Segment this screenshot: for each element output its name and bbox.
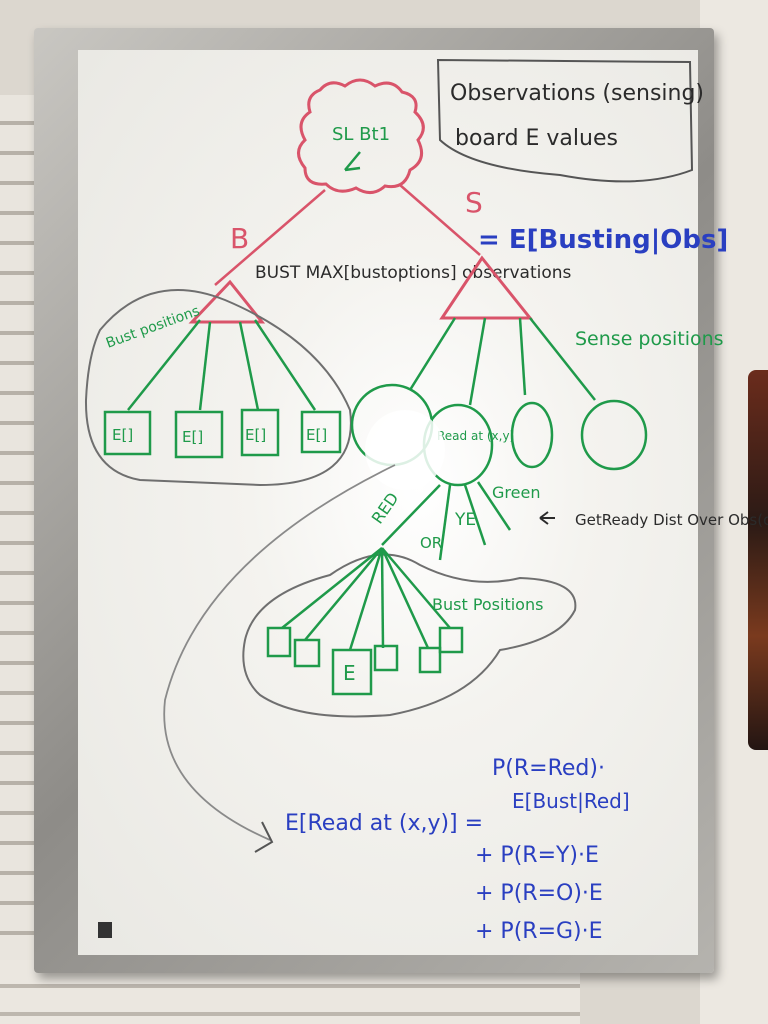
- branch-red-label: RED: [368, 489, 403, 527]
- whiteboard-surface: [78, 50, 698, 955]
- formula-term2: + P(R=Y)·E: [475, 843, 599, 868]
- bust-boxes: [103, 408, 342, 459]
- bust-box-4-label: E[]: [306, 426, 327, 444]
- bust-box-2-label: E[]: [182, 428, 203, 446]
- bottom-box-4: [373, 644, 399, 672]
- bust-box-2: [174, 410, 224, 459]
- link-curve: [163, 464, 396, 841]
- formula-term1a: P(R=Red)·: [492, 756, 605, 781]
- sense-nodes: [350, 383, 648, 487]
- formula-term4: + P(R=G)·E: [475, 919, 603, 944]
- bust-box-1: [103, 410, 152, 456]
- bottom-box-label: E: [343, 661, 356, 685]
- root-cloud: [297, 78, 425, 194]
- sense-node-4: [580, 399, 648, 471]
- sense-node-3: [510, 401, 554, 469]
- edge-b-label: B: [230, 222, 249, 255]
- edge-s-label: S: [465, 186, 483, 219]
- bust-max-label: BUST MAX[bustoptions] observations: [255, 263, 572, 283]
- window-blinds-left: [0, 95, 40, 1024]
- root-arrow: [344, 151, 361, 172]
- bust-box-4: [300, 410, 342, 454]
- bust-box-1-label: E[]: [112, 426, 133, 444]
- notes-line2: board E values: [455, 126, 618, 151]
- bust-box-3-label: E[]: [245, 426, 266, 444]
- hanging-coat: [748, 370, 768, 750]
- edge-s-line: [399, 184, 481, 256]
- edge-b-line: [214, 189, 326, 286]
- notes-box: [436, 58, 694, 183]
- get-ready-arrow: [539, 511, 555, 525]
- bottom-box-2: [293, 638, 321, 668]
- sense-label-line: Sense positions: [575, 328, 724, 350]
- bottom-box-5: [418, 646, 442, 674]
- formula-lhs: E[Read at (x,y)] =: [285, 811, 483, 836]
- bottom-group-outline: [242, 553, 577, 718]
- branch-ye-label: YE: [454, 510, 476, 530]
- sense-branches: [408, 317, 596, 406]
- formula-term3: + P(R=O)·E: [475, 881, 603, 906]
- bottom-box-6: [438, 626, 464, 654]
- get-ready-text: GetReady Dist Over Obs(obs,pos): [575, 511, 768, 529]
- bust-positions-bottom-label: Bust Positions: [432, 595, 543, 614]
- bottom-branches: [281, 547, 451, 651]
- bust-max-equals: = E[Busting|Obs]: [478, 225, 728, 255]
- bottom-boxes: [266, 626, 464, 696]
- sense-triangle: [439, 255, 534, 320]
- formula-term1b: E[Bust|Red]: [512, 789, 630, 813]
- read-node-label: Read at (x,y): [437, 429, 514, 443]
- get-ready-note: GetReady Dist Over Obs(obs,pos): [575, 511, 768, 529]
- sense-positions-label: Sense positions: [575, 328, 724, 350]
- bust-branches: [127, 319, 317, 411]
- formula: E[Read at (x,y)] = P(R=Red)· E[Bust|Red]…: [285, 756, 630, 944]
- board-label-sticker: [98, 922, 112, 938]
- light-glare: [365, 410, 445, 490]
- root-label: SL Bt1: [332, 124, 390, 145]
- bust-box-3: [240, 408, 280, 457]
- read-branches: [381, 481, 512, 561]
- notes-line1: Observations (sensing): [450, 81, 704, 106]
- bust-triangle: [188, 279, 266, 324]
- bust-group-outline: [84, 289, 352, 487]
- branch-green-label: Green: [492, 483, 540, 502]
- bust-max-text: BUST MAX[bustoptions] observations: [255, 263, 572, 283]
- bottom-box-1: [266, 626, 292, 658]
- bottom-box-main: [331, 648, 373, 696]
- link-arrowhead: [254, 821, 274, 853]
- branch-or-label: OR: [420, 534, 442, 552]
